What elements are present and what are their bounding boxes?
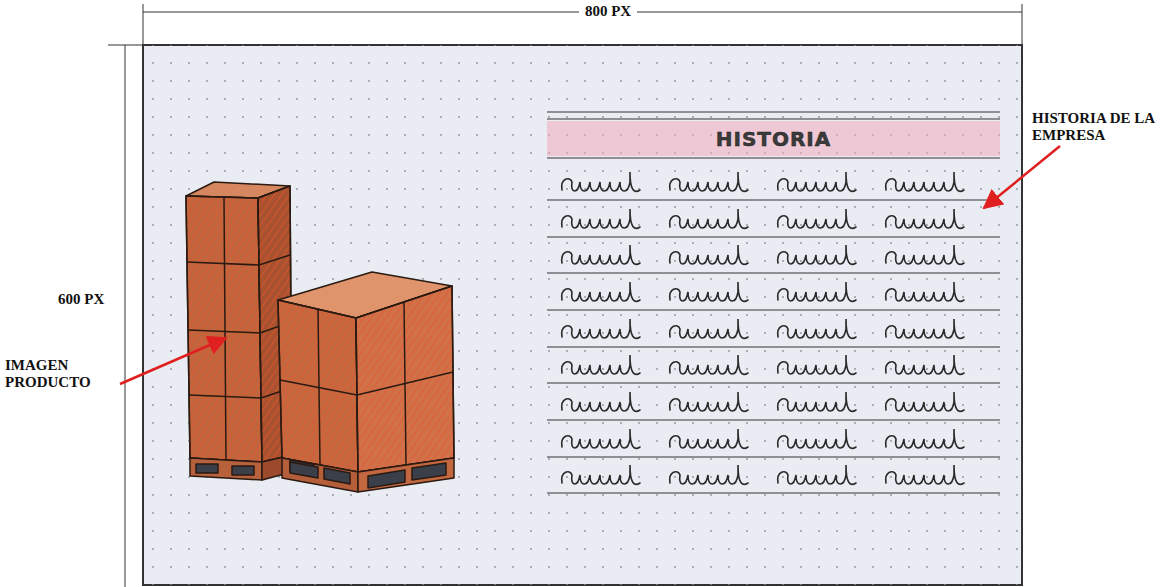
callout-label: IMAGEN PRODUCTO bbox=[5, 357, 117, 392]
dimension-height: 600 PX bbox=[58, 291, 120, 308]
heading-band: HISTORIA bbox=[547, 121, 1000, 156]
callout-label: HISTORIA DE LA EMPRESA bbox=[1032, 110, 1168, 145]
heading-text: HISTORIA bbox=[716, 127, 832, 151]
dimension-width: 800 PX bbox=[579, 3, 637, 20]
